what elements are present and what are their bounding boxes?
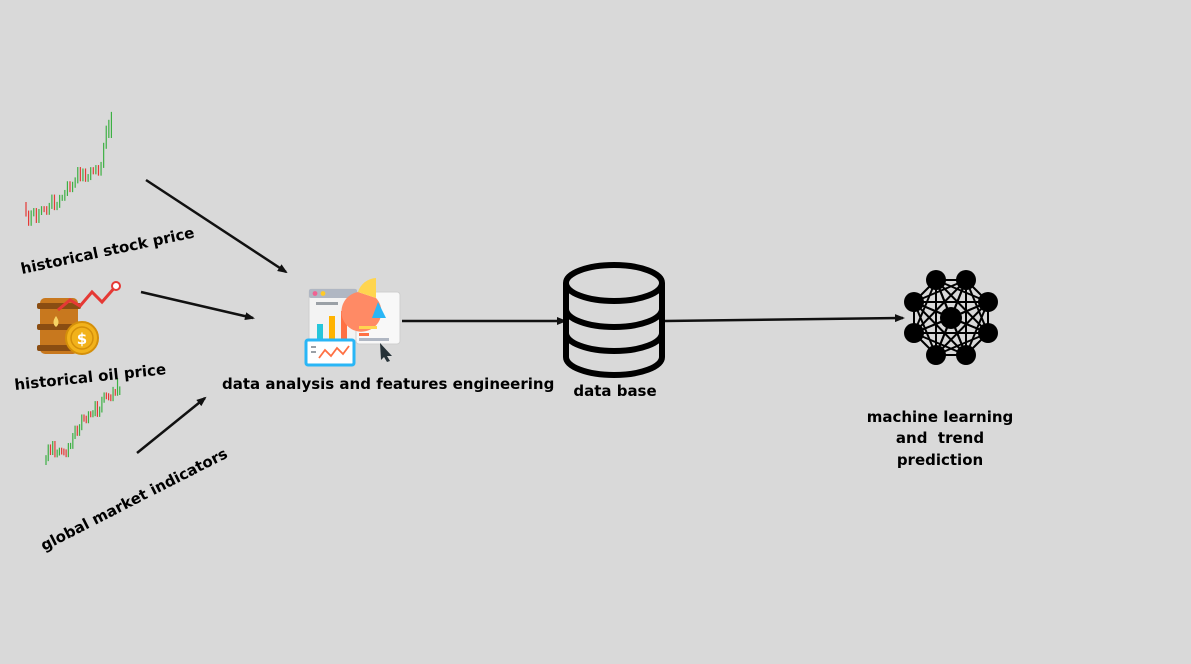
oil-barrel-icon: $ (37, 281, 121, 355)
neural-network-icon (904, 270, 998, 365)
edge-database-to-ml (664, 314, 905, 323)
database-label: data base (573, 382, 656, 400)
global-label: global market indicators (38, 444, 231, 554)
edge-global-to-analysis (136, 396, 207, 454)
analytics-dashboard-icon (304, 278, 401, 367)
ml-label-line-1: machine learning (867, 408, 1014, 426)
analysis-label: data analysis and features engineering (222, 375, 554, 393)
stock-label: historical stock price (19, 224, 196, 278)
oil-label: historical oil price (14, 360, 167, 394)
edge-oil-to-analysis (140, 290, 255, 321)
stock-chart-icon (25, 111, 113, 226)
ml-label-line-2: and trend (896, 429, 984, 447)
edge-stock-to-analysis (145, 178, 288, 274)
ml-label-line-3: prediction (897, 451, 983, 469)
market-chart-icon (45, 378, 121, 465)
database-icon (563, 262, 665, 378)
svg-text:$: $ (77, 330, 87, 348)
